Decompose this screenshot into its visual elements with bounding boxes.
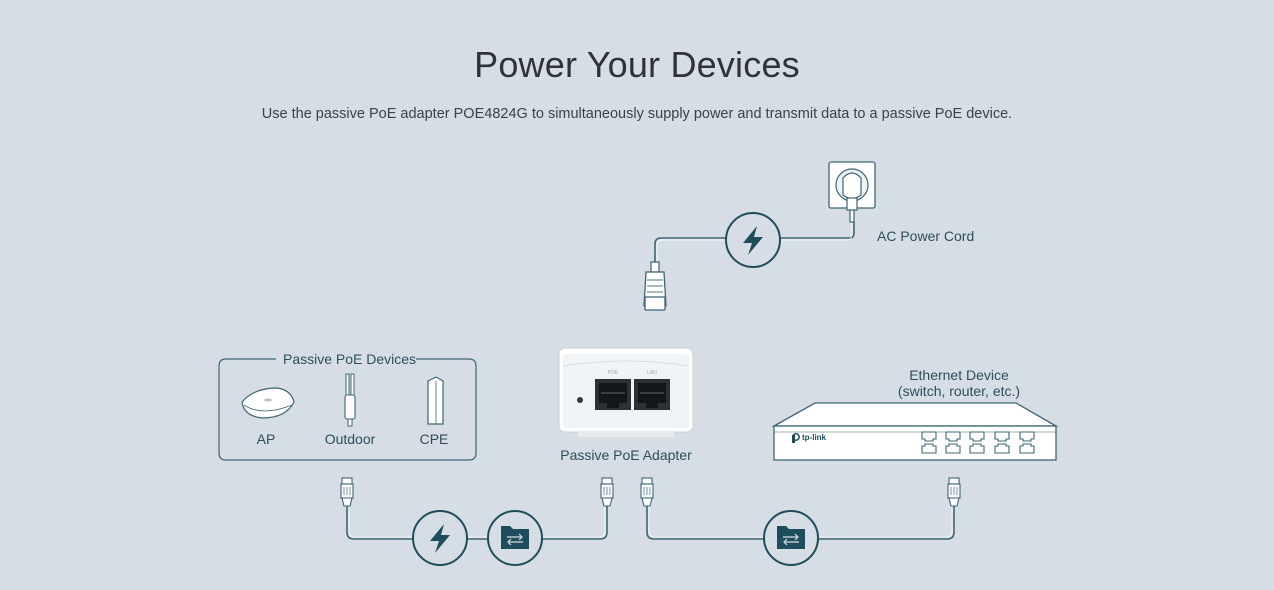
passive-poe-devices-label: Passive PoE Devices [283, 351, 417, 367]
access-point-icon [241, 387, 295, 419]
power-plug-icon [643, 261, 667, 311]
power-bolt-icon [412, 510, 468, 566]
adapter-lan-port-label: LAN [647, 370, 657, 376]
page-title: Power Your Devices [474, 44, 800, 85]
rj45-connector-icon [340, 477, 354, 507]
poe-cable-left [346, 506, 608, 540]
ap-label: AP [256, 431, 276, 447]
switch-brand-label: tp-link [802, 433, 827, 442]
power-bolt-icon [725, 212, 781, 268]
ac-power-cord-label: AC Power Cord [877, 228, 975, 244]
wall-socket-icon [828, 161, 876, 223]
passive-poe-devices-box [218, 358, 477, 461]
cpe-icon [427, 376, 444, 425]
outdoor-ap-icon [344, 373, 356, 427]
rj45-connector-icon [600, 477, 614, 507]
ethernet-switch-icon [771, 402, 1059, 461]
page-subtitle: Use the passive PoE adapter POE4824G to … [261, 106, 1013, 122]
ethernet-device-label: Ethernet Device [909, 367, 1009, 383]
ethernet-device-sublabel: (switch, router, etc.) [897, 383, 1021, 399]
poe-adapter-icon [558, 347, 694, 437]
tp-link-logo-icon [792, 433, 800, 443]
data-transfer-icon [763, 510, 819, 566]
adapter-poe-port-label: POE [608, 370, 619, 376]
rj45-connector-icon [640, 477, 654, 507]
cpe-label: CPE [419, 431, 449, 447]
outdoor-label: Outdoor [324, 431, 376, 447]
switch-ports [921, 431, 1035, 454]
rj45-connector-icon [947, 477, 961, 507]
data-transfer-icon [487, 510, 543, 566]
passive-poe-adapter-label: Passive PoE Adapter [560, 447, 692, 463]
